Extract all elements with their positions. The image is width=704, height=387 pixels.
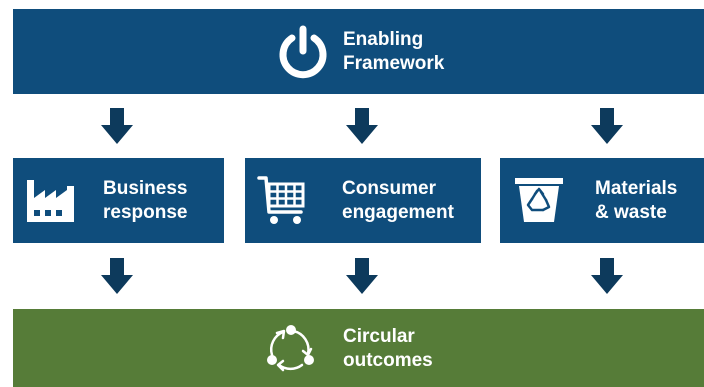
circular-outcomes-box: Circular outcomes — [13, 309, 704, 387]
recycle-bin-icon — [515, 178, 563, 222]
business-response-box: Business response — [13, 158, 224, 243]
enabling-framework-box: Enabling Framework — [13, 9, 704, 94]
business-response-label: Business response — [103, 177, 187, 225]
materials-waste-box: Materials & waste — [500, 158, 704, 243]
label-line: engagement — [342, 202, 454, 223]
consumer-engagement-box: Consumer engagement — [245, 158, 481, 243]
label-line: & waste — [595, 202, 667, 223]
enabling-framework-label: Enabling Framework — [343, 28, 444, 76]
down-arrow-icon — [591, 108, 623, 144]
label-line: Circular — [343, 326, 415, 347]
down-arrow-icon — [101, 258, 133, 294]
label-line: Consumer — [342, 178, 436, 199]
label-line: Framework — [343, 53, 445, 74]
label-line: Materials — [595, 178, 678, 199]
label-line: outcomes — [343, 350, 433, 371]
circular-cycle-icon — [267, 325, 314, 372]
label-line: Enabling — [343, 29, 424, 50]
down-arrow-icon — [591, 258, 623, 294]
materials-waste-label: Materials & waste — [595, 177, 677, 225]
circular-outcomes-label: Circular outcomes — [343, 325, 433, 373]
factory-icon — [27, 180, 74, 222]
down-arrow-icon — [346, 258, 378, 294]
label-line: Business — [103, 178, 188, 199]
power-icon — [279, 25, 327, 79]
consumer-engagement-label: Consumer engagement — [342, 177, 454, 225]
shopping-cart-icon — [257, 176, 305, 224]
label-line: response — [103, 202, 188, 223]
down-arrow-icon — [346, 108, 378, 144]
down-arrow-icon — [101, 108, 133, 144]
